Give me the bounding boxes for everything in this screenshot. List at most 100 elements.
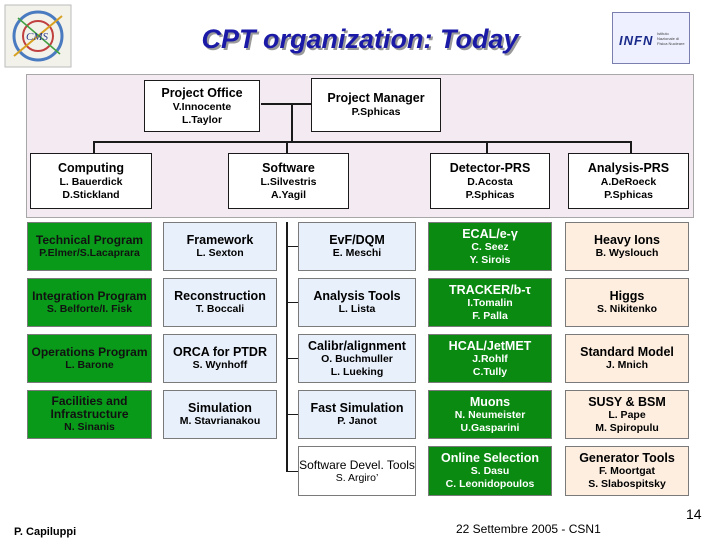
page-title: CPT organization: Today bbox=[201, 24, 519, 54]
connector bbox=[486, 141, 488, 153]
software-item: Analysis Tools L. Lista bbox=[298, 278, 416, 327]
software-item-people: L. Sexton bbox=[196, 247, 244, 259]
analysis-item-person-1: F. Moortgat bbox=[599, 465, 655, 477]
analysis-item-title: Heavy Ions bbox=[593, 233, 660, 247]
connector bbox=[291, 103, 293, 143]
software-item-title: Simulation bbox=[188, 401, 252, 415]
software-item-people: M. Stavrianakou bbox=[179, 415, 261, 427]
software-person-1: L.Silvestris bbox=[260, 175, 317, 188]
software-person-2: A.Yagil bbox=[270, 188, 306, 201]
software-item-title: ORCA for PTDR bbox=[173, 345, 267, 359]
detector-item: Muons N. Neumeister U.Gasparini bbox=[428, 390, 552, 439]
software-item-title: Fast Simulation bbox=[310, 401, 404, 415]
cms-logo: CMS bbox=[4, 4, 72, 68]
detector-item-person-1: N. Neumeister bbox=[454, 408, 526, 421]
software-item: Fast Simulation P. Janot bbox=[298, 390, 416, 439]
project-office-title: Project Office bbox=[161, 85, 243, 100]
detector-prs-person-2: P.Sphicas bbox=[465, 188, 515, 201]
connector bbox=[630, 141, 632, 153]
computing-item: Facilities and Infrastructure N. Sinanis bbox=[27, 390, 152, 439]
analysis-prs-person-1: A.DeRoeck bbox=[600, 175, 657, 188]
analysis-item: Heavy Ions B. Wyslouch bbox=[565, 222, 689, 271]
computing-item-people: L. Barone bbox=[65, 358, 114, 371]
computing-item: Operations Program L. Barone bbox=[27, 334, 152, 383]
connector bbox=[93, 141, 631, 143]
detector-item-title: ECAL/e-γ bbox=[462, 226, 518, 241]
analysis-item-person-1: S. Nikitenko bbox=[596, 303, 658, 315]
detector-item-person-2: F. Palla bbox=[472, 309, 508, 322]
computing-box: Computing L. Bauerdick D.Stickland bbox=[30, 153, 152, 209]
software-item-people: T. Boccali bbox=[195, 303, 245, 315]
detector-item-title: Muons bbox=[469, 394, 511, 409]
connector bbox=[286, 222, 288, 472]
analysis-item-person-2: M. Spiropulu bbox=[595, 421, 659, 434]
computing-item-people: P.Elmer/S.Lacaprara bbox=[39, 246, 140, 259]
computing-item-title: Operations Program bbox=[31, 344, 148, 359]
software-item: Framework L. Sexton bbox=[163, 222, 277, 271]
cms-logo-text: CMS bbox=[26, 31, 49, 43]
project-office-person-2: L.Taylor bbox=[181, 113, 223, 126]
software-item: Simulation M. Stavrianakou bbox=[163, 390, 277, 439]
detector-item: ECAL/e-γ C. Seez Y. Sirois bbox=[428, 222, 552, 271]
analysis-item-title: Higgs bbox=[609, 289, 645, 303]
analysis-item: Standard Model J. Mnich bbox=[565, 334, 689, 383]
footer-author: P. Capiluppi bbox=[14, 526, 77, 538]
computing-item-people: S. Belforte/I. Fisk bbox=[46, 302, 133, 315]
software-item-people: O. Buchmuller bbox=[321, 352, 393, 365]
computing-item: Technical Program P.Elmer/S.Lacaprara bbox=[27, 222, 152, 271]
software-item-people: S. Argiro’ bbox=[335, 471, 379, 484]
analysis-item-title: SUSY & BSM bbox=[588, 394, 666, 409]
computing-item-title: Technical Program bbox=[35, 232, 144, 247]
detector-prs-person-1: D.Acosta bbox=[467, 175, 513, 188]
analysis-item: Generator Tools F. Moortgat S. Slabospit… bbox=[565, 446, 689, 496]
software-item-people: S. Wynhoff bbox=[192, 359, 248, 371]
project-manager-person: P.Sphicas bbox=[351, 106, 401, 118]
analysis-prs-box: Analysis-PRS A.DeRoeck P.Sphicas bbox=[568, 153, 689, 209]
detector-item-person-2: U.Gasparini bbox=[460, 421, 520, 434]
software-item-title: EvF/DQM bbox=[329, 233, 385, 247]
software-item-people: E. Meschi bbox=[332, 247, 382, 259]
analysis-item-person-1: J. Mnich bbox=[605, 359, 648, 371]
analysis-prs-person-2: P.Sphicas bbox=[604, 188, 653, 201]
analysis-item-person-2: S. Slabospitsky bbox=[588, 478, 666, 490]
project-manager-box: Project Manager P.Sphicas bbox=[311, 78, 441, 132]
connector bbox=[261, 103, 311, 105]
detector-item-person-1: S. Dasu bbox=[470, 465, 510, 477]
software-item: Software Devel. Tools S. Argiro’ bbox=[298, 446, 416, 496]
computing-person-1: L. Bauerdick bbox=[59, 175, 123, 188]
analysis-item-title: Standard Model bbox=[580, 345, 674, 359]
page-number: 14 bbox=[686, 506, 702, 522]
detector-prs-box: Detector-PRS D.Acosta P.Sphicas bbox=[430, 153, 550, 209]
software-item: Reconstruction T. Boccali bbox=[163, 278, 277, 327]
software-item-people: P. Janot bbox=[337, 415, 377, 427]
connector bbox=[286, 471, 298, 472]
detector-item-person-1: I.Tomalin bbox=[467, 296, 513, 309]
connector bbox=[286, 246, 298, 247]
computing-title: Computing bbox=[58, 160, 124, 175]
detector-item-person-2: C. Leonidopoulos bbox=[445, 478, 535, 490]
analysis-prs-title: Analysis-PRS bbox=[587, 160, 670, 175]
detector-item-person-1: C. Seez bbox=[471, 240, 509, 253]
software-item-people: L. Lueking bbox=[330, 365, 384, 378]
detector-item-person-2: Y. Sirois bbox=[469, 253, 511, 266]
detector-item: HCAL/JetMET J.Rohlf C.Tully bbox=[428, 334, 552, 383]
detector-item: Online Selection S. Dasu C. Leonidopoulo… bbox=[428, 446, 552, 496]
detector-item: TRACKER/b-τ I.Tomalin F. Palla bbox=[428, 278, 552, 327]
infn-logo-subtext: Istituto Nazionale di Fisica Nucleare bbox=[657, 31, 685, 46]
software-item: EvF/DQM E. Meschi bbox=[298, 222, 416, 271]
project-office-box: Project Office V.Innocente L.Taylor bbox=[144, 80, 260, 132]
analysis-item: SUSY & BSM L. Pape M. Spiropulu bbox=[565, 390, 689, 439]
computing-item-title: Facilities and Infrastructure bbox=[50, 394, 129, 421]
software-item-title: Calibr/alignment bbox=[308, 338, 406, 353]
detector-item-person-1: J.Rohlf bbox=[472, 352, 508, 365]
computing-person-2: D.Stickland bbox=[62, 188, 120, 201]
footer-event: 22 Settembre 2005 - CSN1 bbox=[456, 522, 601, 536]
connector bbox=[286, 141, 288, 153]
analysis-item-person-1: B. Wyslouch bbox=[595, 247, 659, 259]
connector bbox=[286, 302, 298, 303]
software-item-title: Framework bbox=[186, 233, 254, 247]
infn-logo: INFN Istituto Nazionale di Fisica Nuclea… bbox=[612, 12, 690, 64]
analysis-item-person-1: L. Pape bbox=[608, 408, 646, 421]
software-item-title: Software Devel. Tools bbox=[299, 457, 415, 472]
detector-item-title: TRACKER/b-τ bbox=[449, 282, 531, 297]
